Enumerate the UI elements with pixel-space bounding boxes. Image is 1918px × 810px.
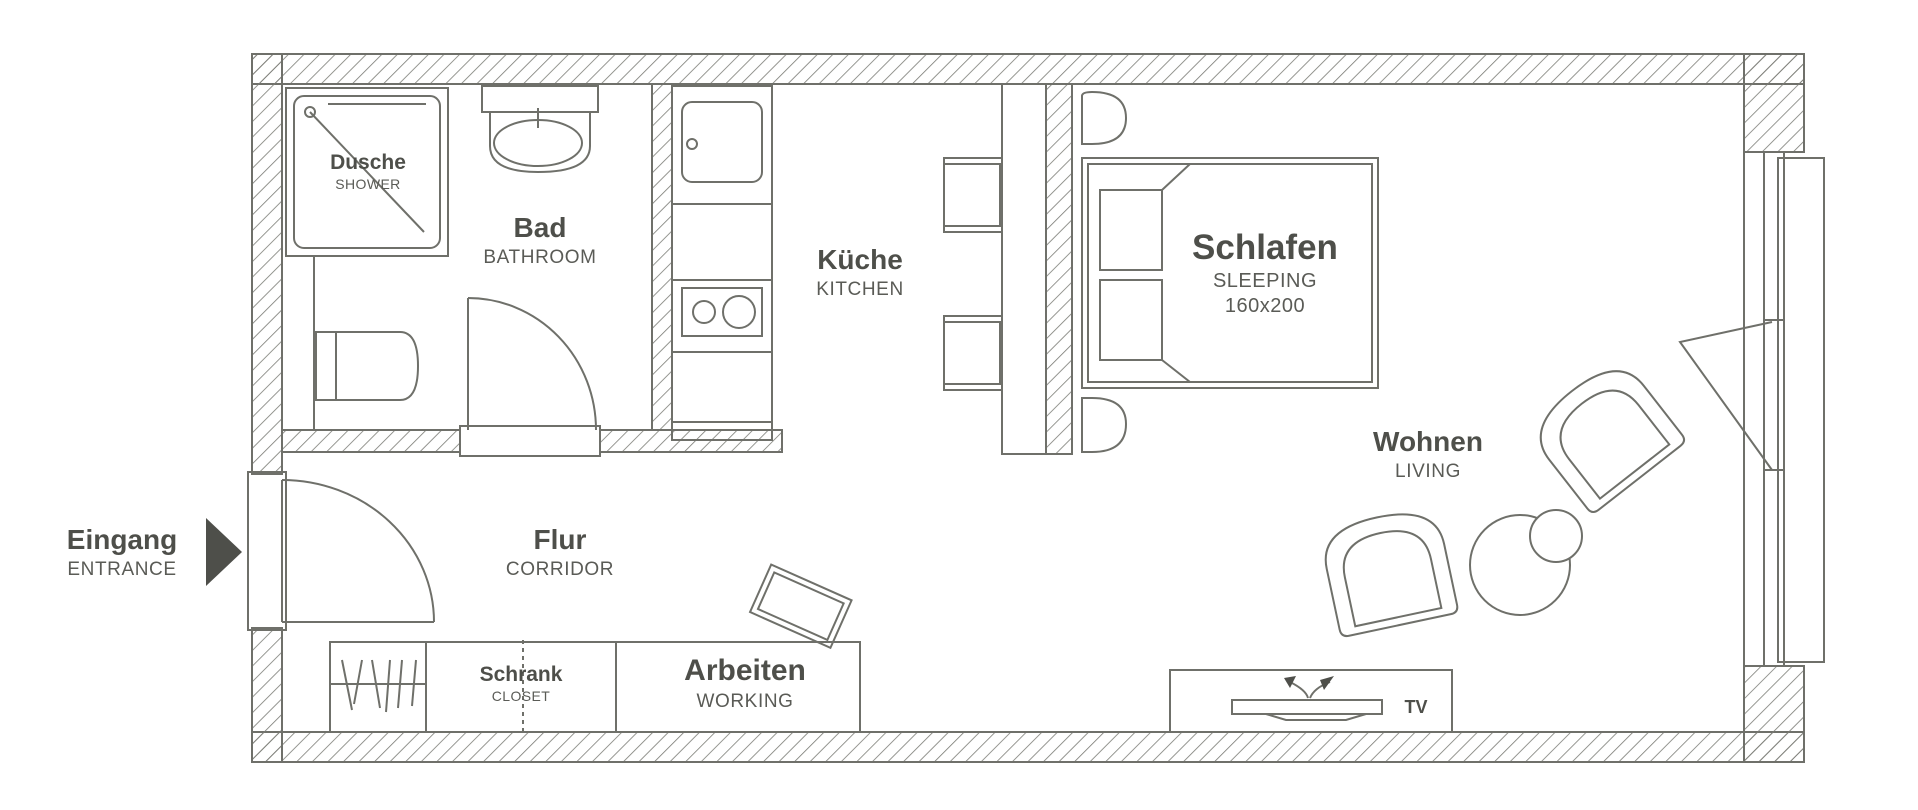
label-entrance: Eingang ENTRANCE: [44, 524, 200, 580]
bathroom-sub: BATHROOM: [483, 247, 597, 268]
working-name: Arbeiten: [684, 654, 806, 687]
entrance-sub: ENTRANCE: [67, 559, 177, 580]
bathroom-name: Bad: [513, 212, 567, 243]
sink: [481, 85, 599, 174]
kitchen-sub: KITCHEN: [816, 279, 904, 300]
armchair-left: [1324, 513, 1459, 638]
interior-walls: [281, 83, 1073, 455]
label-shower: Dusche SHOWER: [300, 152, 436, 191]
living-sub: LIVING: [1395, 461, 1461, 482]
toilet: [313, 256, 420, 430]
kitchen-name: Küche: [817, 244, 903, 275]
label-living: Wohnen LIVING: [1348, 426, 1508, 482]
bar-counter: [943, 83, 1047, 455]
entrance-name: Eingang: [66, 524, 178, 555]
armchair-right: [1539, 370, 1686, 513]
entrance-arrow-icon: [206, 518, 242, 586]
label-kitchen: Küche KITCHEN: [788, 244, 932, 300]
desk: [615, 563, 861, 733]
tv-unit: [1169, 669, 1453, 733]
sleeping-name: Schlafen: [1192, 228, 1338, 267]
sleeping-size: 160x200: [1224, 295, 1306, 317]
label-corridor: Flur CORRIDOR: [480, 524, 640, 580]
sleeping-sub: SLEEPING: [1212, 270, 1318, 292]
tv-swivel-icon: [1284, 676, 1334, 690]
shower-sub: SHOWER: [335, 176, 401, 192]
bathroom-door: [459, 297, 601, 457]
round-table: [1469, 509, 1583, 616]
closet-sub: CLOSET: [491, 688, 551, 704]
closet-name: Schrank: [479, 663, 563, 686]
label-sleeping: Schlafen SLEEPING 160x200: [1160, 230, 1370, 316]
shower: [285, 87, 449, 257]
corridor-sub: CORRIDOR: [505, 559, 615, 580]
working-sub: WORKING: [696, 691, 794, 712]
kitchen-counter: [671, 85, 773, 441]
tv-label: TV: [1404, 697, 1428, 717]
entrance-door: [247, 471, 435, 631]
bed: [1081, 90, 1379, 453]
label-working: Arbeiten WORKING: [650, 654, 840, 712]
balcony-window: [1678, 151, 1825, 667]
shower-name: Dusche: [330, 151, 406, 174]
corridor-name: Flur: [533, 524, 587, 555]
label-bathroom: Bad BATHROOM: [460, 212, 620, 268]
outer-walls: [251, 53, 1805, 763]
label-closet: Schrank CLOSET: [446, 664, 596, 703]
living-name: Wohnen: [1373, 426, 1483, 457]
